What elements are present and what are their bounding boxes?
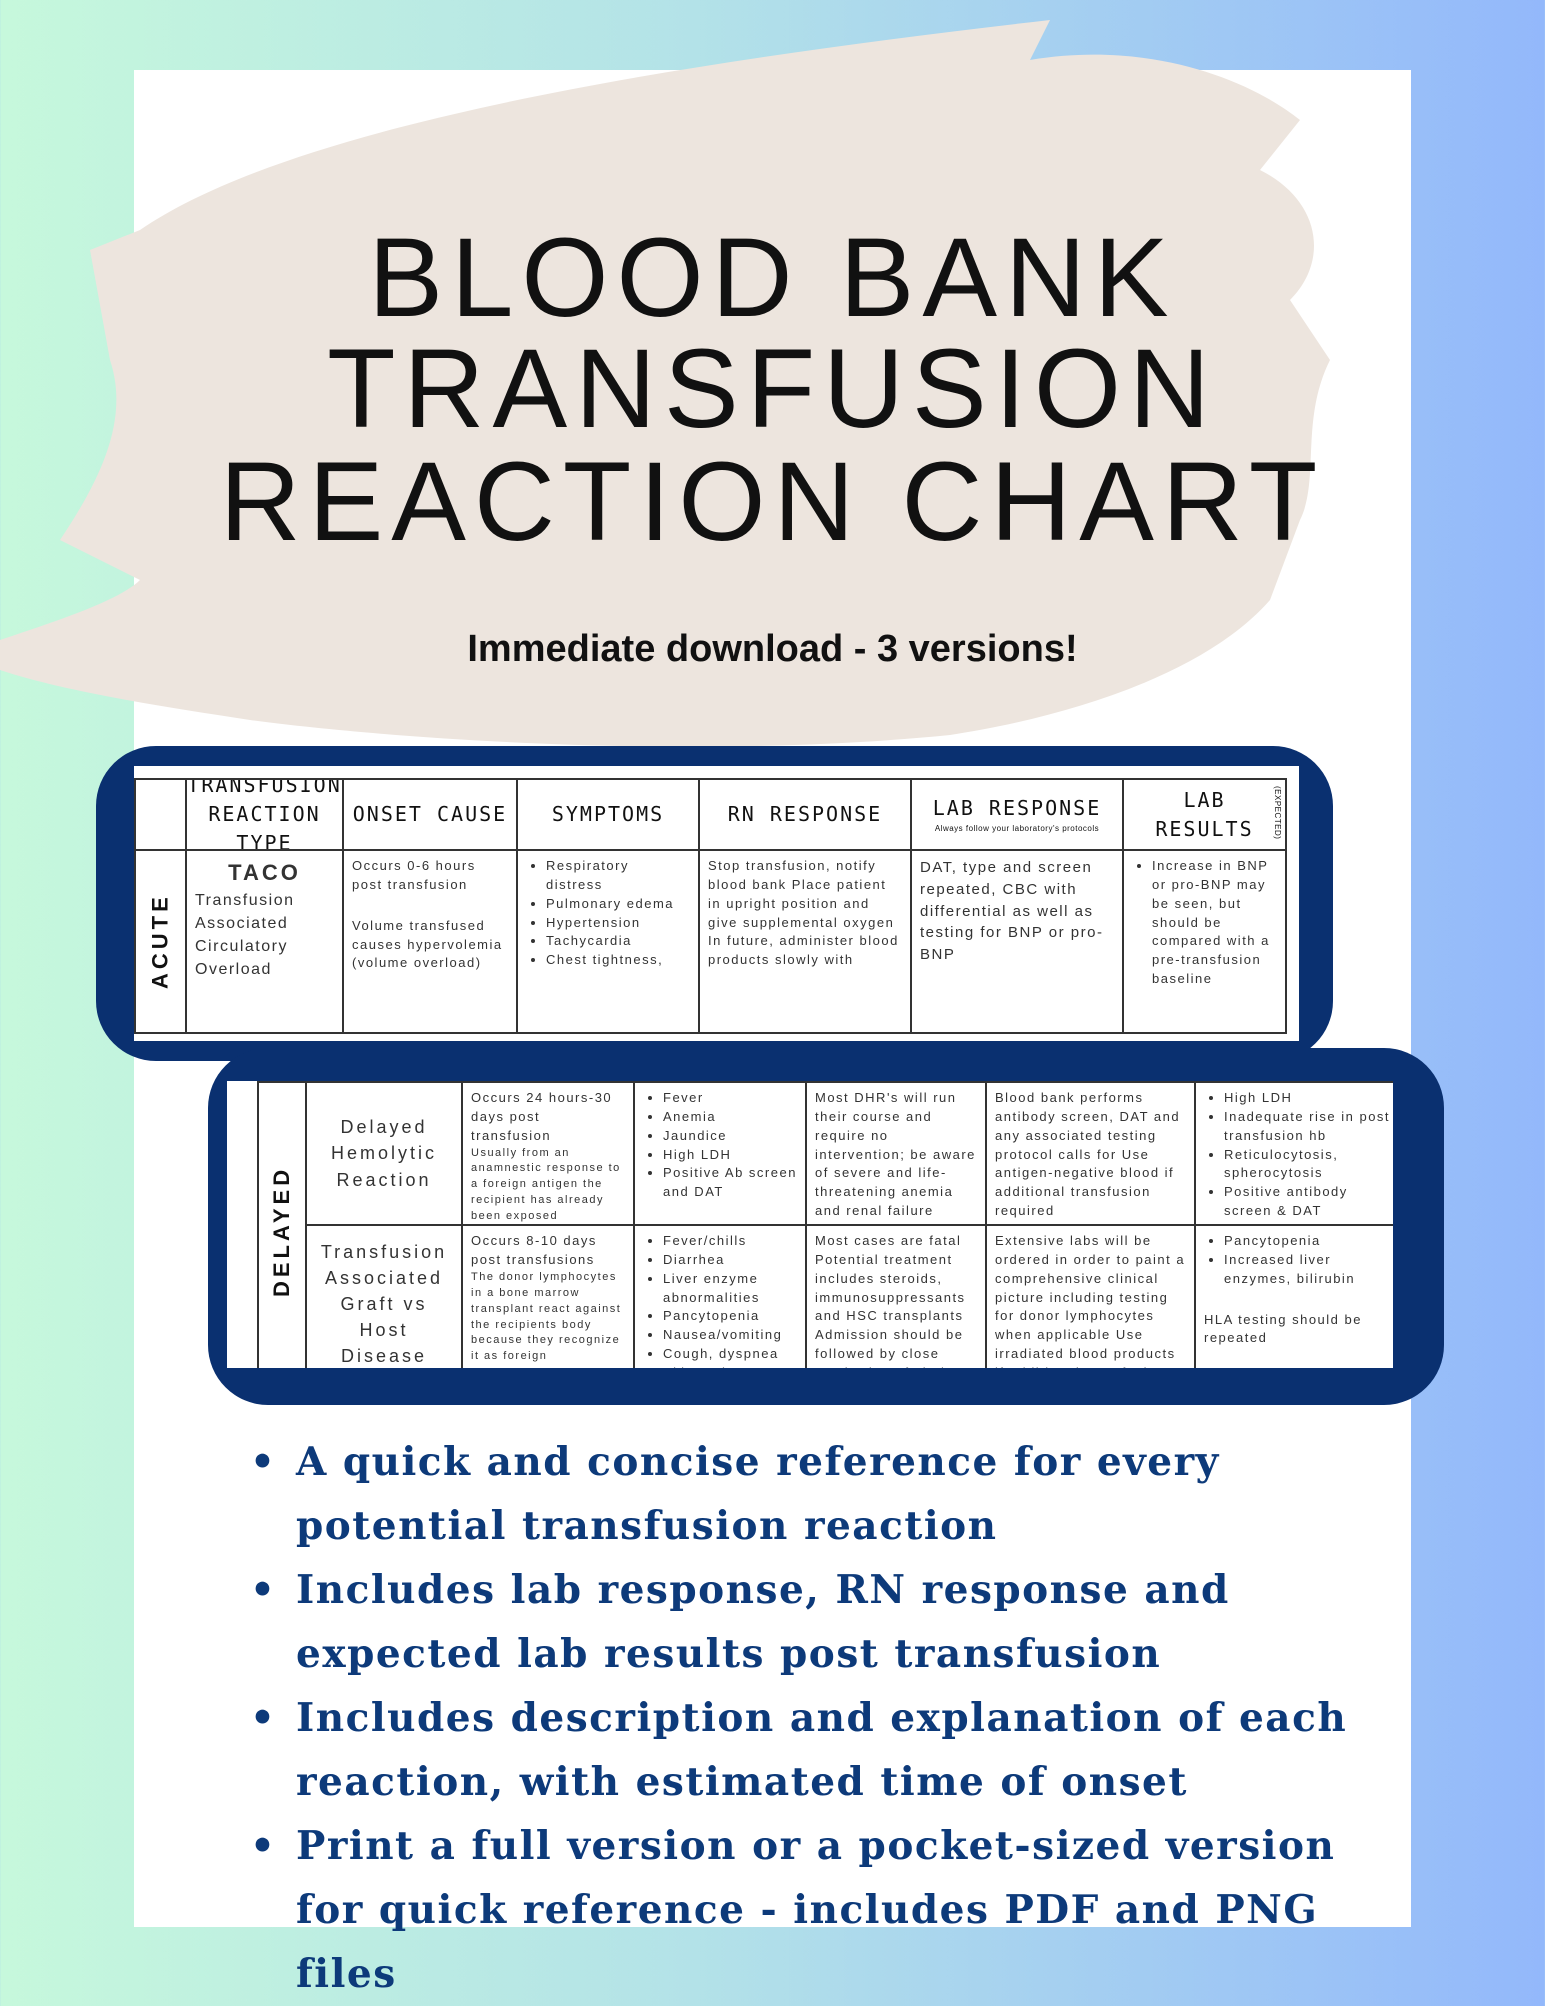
symptom-item: High LDH (663, 1146, 797, 1165)
symptom-item: Nausea/vomiting (663, 1326, 797, 1345)
acute-table-card: TRANSFUSION REACTION TYPE ONSET CAUSE SY… (96, 746, 1333, 1061)
symptom-item: Hypertension (546, 914, 690, 933)
reaction-type-cell: Delayed Hemolytic Reaction (305, 1081, 463, 1226)
lab-response-cell: Extensive labs will be ordered in order … (985, 1224, 1196, 1368)
feature-bullet: Print a full version or a pocket-sized v… (250, 1814, 1350, 2006)
header-symptoms: SYMPTOMS (516, 778, 700, 851)
lab-results-cell: High LDHInadequate rise in post transfus… (1194, 1081, 1393, 1226)
title-line-1: BLOOD BANK (368, 215, 1177, 340)
results-note: HLA testing should be repeated (1204, 1311, 1362, 1346)
taco-desc: Transfusion Associated Circulatory Overl… (195, 891, 295, 979)
lab-protocol-note: Always follow your laboratory's protocol… (934, 824, 1100, 834)
symptom-item: Diarrhea (663, 1251, 797, 1270)
feature-list: A quick and concise reference for every … (250, 1430, 1350, 2006)
header-results-label: LAB RESULTS (1155, 787, 1254, 841)
expected-note: (EXPECTED) (1273, 786, 1282, 840)
acute-table: TRANSFUSION REACTION TYPE ONSET CAUSE SY… (134, 766, 1299, 1041)
symptom-item: Skin rash (663, 1364, 797, 1368)
feature-bullet: Includes lab response, RN response and e… (250, 1558, 1350, 1686)
header-results: LAB RESULTS (EXPECTED) (1122, 778, 1287, 851)
rn-response-cell: Most DHR's will run their course and req… (805, 1081, 987, 1226)
feature-bullet: Includes description and explanation of … (250, 1686, 1350, 1814)
header-onset: ONSET CAUSE (342, 778, 518, 851)
symptom-item: Positive Ab screen and DAT (663, 1164, 797, 1202)
symptom-item: Cough, dyspnea (663, 1345, 797, 1364)
taco-cell: TACO Transfusion Associated Circulatory O… (185, 849, 344, 1034)
cause-text: Usually from an anamnestic response to a… (471, 1146, 621, 1223)
symptom-item: Fever (663, 1089, 797, 1108)
header-lab-label: LAB RESPONSE (932, 796, 1102, 821)
header-type: TRANSFUSION REACTION TYPE (185, 778, 344, 851)
result-item: Positive antibody screen & DAT (1224, 1183, 1393, 1221)
header-rn: RN RESPONSE (698, 778, 912, 851)
subtitle: Immediate download - 3 versions! (467, 628, 1078, 670)
result-item: Reticulocytosis, spherocytosis (1224, 1146, 1393, 1184)
result-item: Increase in BNP or pro-BNP may be seen, … (1152, 857, 1277, 989)
symptom-item: Respiratory distress (546, 857, 690, 895)
onset-text: Occurs 24 hours-30 days post transfusion (471, 1090, 613, 1143)
result-item: High LDH (1224, 1089, 1393, 1108)
onset-text: Occurs 8-10 days post transfusions (471, 1233, 597, 1267)
lab-response-cell: Blood bank performs antibody screen, DAT… (985, 1081, 1196, 1226)
symptom-item: Chest tightness, (546, 951, 690, 970)
symptoms-cell: FeverAnemiaJaundiceHigh LDHPositive Ab s… (633, 1081, 807, 1226)
symptom-item: Tachycardia (546, 932, 690, 951)
symptom-item: Liver enzyme abnormalities (663, 1270, 797, 1308)
symptom-item: Jaundice (663, 1127, 797, 1146)
result-item: Inadequate rise in post transfusion hb (1224, 1108, 1393, 1146)
corner-cell (134, 778, 187, 851)
section-acute: ACUTE (134, 849, 187, 1034)
symptom-item: Anemia (663, 1108, 797, 1127)
symptoms-cell: Respiratory distressPulmonary edemaHyper… (516, 849, 700, 1034)
header-lab: LAB RESPONSE Always follow your laborator… (910, 778, 1124, 851)
lab-results-cell: PancytopeniaIncreased liver enzymes, bil… (1194, 1224, 1393, 1368)
onset-text: Occurs 0-6 hours post transfusion (352, 858, 476, 892)
symptom-item: Fever/chills (663, 1232, 797, 1251)
reaction-type-cell: Transfusion Associated Graft vs Host Dis… (305, 1224, 463, 1368)
section-delayed: DELAYED (257, 1081, 307, 1368)
cause-text: The donor lymphocytes in a bone marrow t… (471, 1270, 622, 1363)
feature-bullet: A quick and concise reference for every … (250, 1430, 1350, 1558)
onset-cell: Occurs 24 hours-30 days post transfusion… (461, 1081, 635, 1226)
result-item: Increased liver enzymes, bilirubin (1224, 1251, 1393, 1289)
results-cell: Increase in BNP or pro-BNP may be seen, … (1122, 849, 1287, 1034)
rn-response-cell: Most cases are fatal Potential treatment… (805, 1224, 987, 1368)
rn-cell: Stop transfusion, notify blood bank Plac… (698, 849, 912, 1034)
title-line-3: REACTION CHART (219, 439, 1326, 564)
brush-stroke-background (0, 20, 1330, 747)
symptom-item: Pancytopenia (663, 1307, 797, 1326)
symptoms-cell: Fever/chillsDiarrheaLiver enzyme abnorma… (633, 1224, 807, 1368)
result-item: Pancytopenia (1224, 1232, 1393, 1251)
title-line-2: TRANSFUSION (327, 326, 1218, 451)
taco-title: TACO (228, 860, 301, 885)
symptom-item: Pulmonary edema (546, 895, 690, 914)
cause-text: Volume transfused causes hypervolemia (v… (352, 917, 503, 971)
lab-cell: DAT, type and screen repeated, CBC with … (910, 849, 1124, 1034)
